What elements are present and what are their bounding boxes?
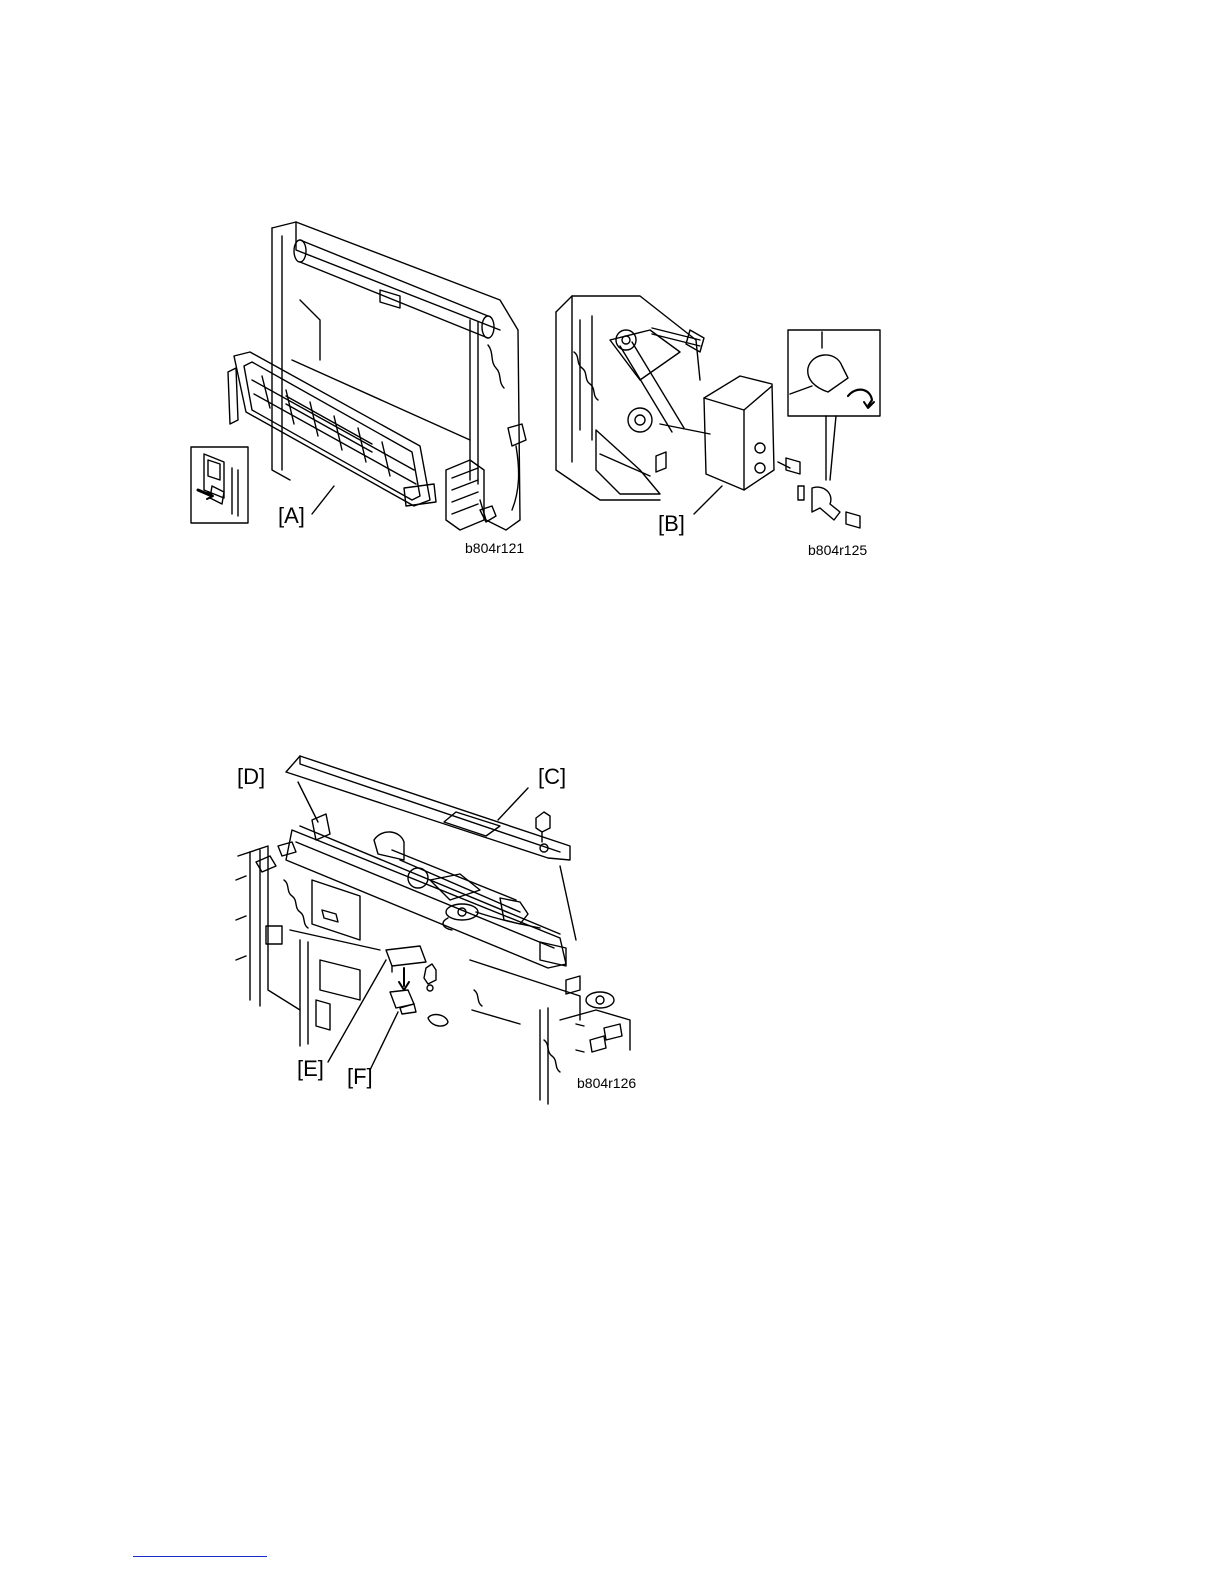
figure-code-b804r126: b804r126 (577, 1076, 636, 1090)
callout-d: [D] (237, 766, 265, 788)
callout-b: [B] (658, 513, 685, 535)
callout-e: [E] (297, 1058, 324, 1080)
callout-a: [A] (278, 505, 305, 527)
callout-f: [F] (347, 1066, 373, 1088)
callout-c: [C] (538, 766, 566, 788)
figure-code-b804r125: b804r125 (808, 543, 867, 557)
figure-code-b804r121: b804r121 (465, 541, 524, 555)
footer-rule (133, 1556, 267, 1557)
